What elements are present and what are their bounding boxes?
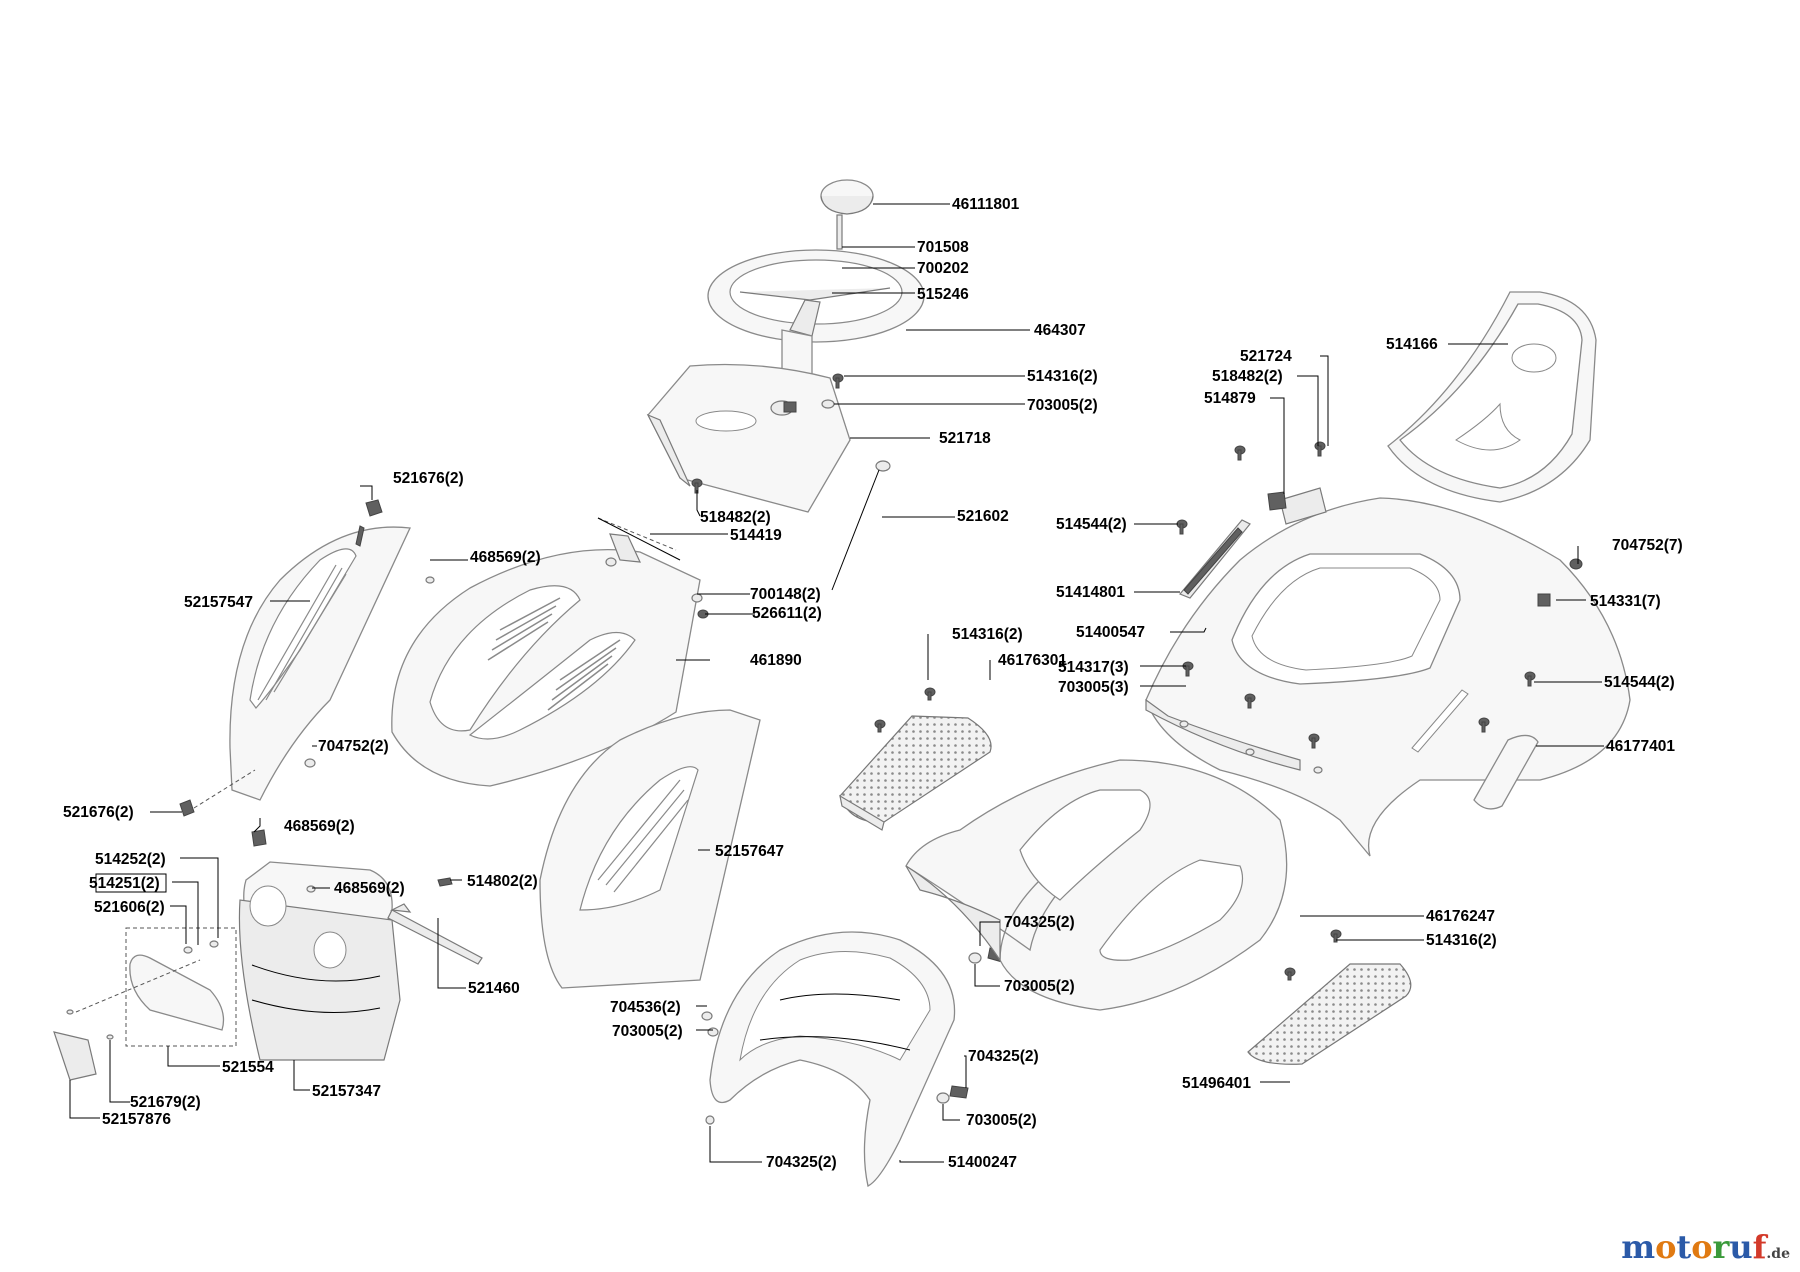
label-518482-r: 518482(2) <box>1212 368 1283 385</box>
label-521718: 521718 <box>939 430 991 447</box>
cable-part <box>831 460 891 591</box>
label-52157347: 52157347 <box>312 1083 381 1100</box>
label-526611: 526611(2) <box>752 605 822 622</box>
label-52157876: 52157876 <box>102 1111 171 1128</box>
label-514317: 514317(3) <box>1058 659 1129 676</box>
label-514316-mid: 514316(2) <box>952 626 1023 643</box>
label-514166: 514166 <box>1386 336 1438 353</box>
label-521676-top: 521676(2) <box>393 470 464 487</box>
label-701508: 701508 <box>917 239 969 256</box>
label-515246: 515246 <box>917 286 969 303</box>
label-52157647: 52157647 <box>715 843 784 860</box>
label-52157547: 52157547 <box>184 594 253 611</box>
seat-part <box>1387 291 1597 503</box>
label-46111801: 46111801 <box>952 196 1020 213</box>
label-521602: 521602 <box>957 508 1009 525</box>
label-703005-top: 703005(2) <box>1027 397 1098 414</box>
label-521606: 521606(2) <box>94 899 165 916</box>
label-51496401: 51496401 <box>1182 1075 1251 1092</box>
bracket-part <box>387 903 483 965</box>
small-lens-part <box>53 959 201 1081</box>
watermark-logo: motoruf.de <box>1621 1228 1790 1266</box>
steering-wheel-part <box>707 249 925 380</box>
label-521676-bot: 521676(2) <box>63 804 134 821</box>
label-703005-b: 703005(2) <box>1004 978 1075 995</box>
label-514544-b: 514544(2) <box>1604 674 1675 691</box>
front-frame-part <box>701 931 956 1187</box>
label-700202: 700202 <box>917 260 969 277</box>
label-521724: 521724 <box>1240 348 1292 365</box>
label-468569-a: 468569(2) <box>470 549 541 566</box>
label-468569-b: 468569(2) <box>284 818 355 835</box>
steering-cap-part <box>820 179 874 215</box>
label-704325-a: 704325(2) <box>1004 914 1075 931</box>
label-514251: 514251(2) <box>89 875 160 892</box>
leader-lines <box>69 203 1604 1163</box>
rear-side-clip-parts <box>1182 558 1583 810</box>
footrest-right-part <box>1247 929 1412 1065</box>
label-700148: 700148(2) <box>750 586 821 603</box>
screws-dashboard <box>691 373 844 494</box>
label-514316-r: 514316(2) <box>1426 932 1497 949</box>
label-514316-top: 514316(2) <box>1027 368 1098 385</box>
hood-cover-part <box>391 548 701 787</box>
label-46176247: 46176247 <box>1426 908 1495 925</box>
label-703005-l: 703005(2) <box>612 1023 683 1040</box>
right-fender-part <box>539 709 761 989</box>
label-521679: 521679(2) <box>130 1094 201 1111</box>
hood-top-plate <box>597 517 709 619</box>
label-704752-right: 704752(7) <box>1612 537 1683 554</box>
clips-front <box>251 829 453 893</box>
headlight-part <box>125 927 237 1047</box>
label-514419: 514419 <box>730 527 782 544</box>
label-521460: 521460 <box>468 980 520 997</box>
part-number-labels: 46111801 701508 700202 515246 464307 514… <box>63 196 1683 1171</box>
label-514331: 514331(7) <box>1590 593 1661 610</box>
label-514544-a: 514544(2) <box>1056 516 1127 533</box>
label-521554: 521554 <box>222 1059 274 1076</box>
label-704536: 704536(2) <box>610 999 681 1016</box>
label-704325-c: 704325(2) <box>766 1154 837 1171</box>
label-468569-c: 468569(2) <box>334 880 405 897</box>
switch-parts <box>1234 441 1327 525</box>
label-461890: 461890 <box>750 652 802 669</box>
label-46177401: 46177401 <box>1606 738 1675 755</box>
front-grille-part <box>238 861 401 1061</box>
left-side-panel-part <box>179 499 435 817</box>
label-703005-c: 703005(2) <box>966 1112 1037 1129</box>
label-514802: 514802(2) <box>467 873 538 890</box>
label-514252: 514252(2) <box>95 851 166 868</box>
label-518482-mid: 518482(2) <box>700 509 771 526</box>
label-46176301: 46176301 <box>998 652 1067 669</box>
rear-fender-part <box>905 759 1288 1011</box>
dashboard-panel-part <box>646 363 851 513</box>
footrest-left-part <box>839 687 992 831</box>
label-704752-left: 704752(2) <box>318 738 389 755</box>
label-51400247: 51400247 <box>948 1154 1017 1171</box>
label-51400547: 51400547 <box>1076 624 1145 641</box>
label-704325-b: 704325(2) <box>968 1048 1039 1065</box>
label-703005-3: 703005(3) <box>1058 679 1129 696</box>
handle-part <box>1176 519 1251 599</box>
label-51414801: 51414801 <box>1056 584 1125 601</box>
label-464307: 464307 <box>1034 322 1086 339</box>
label-514879: 514879 <box>1204 390 1256 407</box>
